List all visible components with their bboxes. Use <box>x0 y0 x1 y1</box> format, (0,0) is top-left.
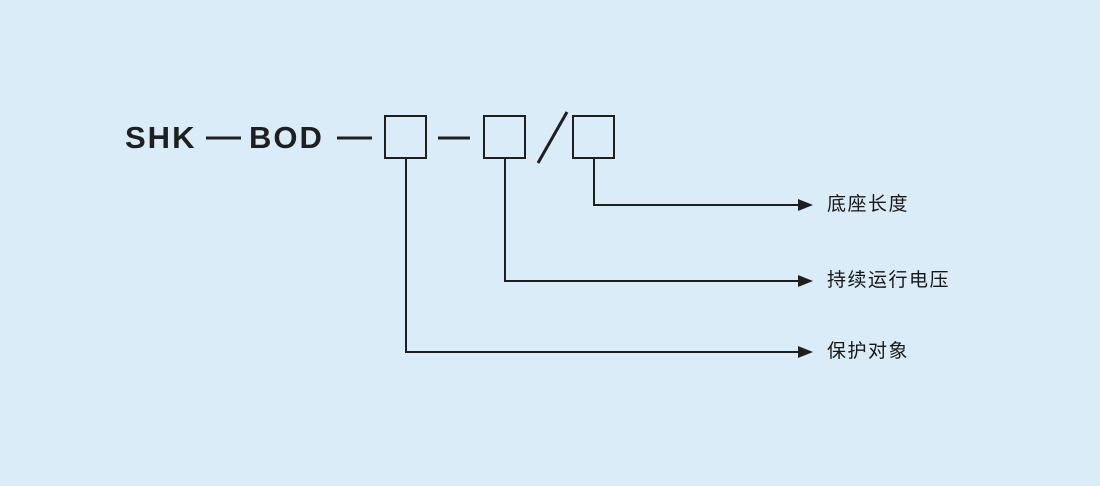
arrowhead-protection-object-icon <box>798 346 813 358</box>
arrowhead-continuous-voltage-icon <box>798 275 813 287</box>
connector-base-length <box>593 158 799 206</box>
base-length-code-box <box>572 115 615 159</box>
connector-continuous-voltage <box>504 158 799 282</box>
connector-protection-object <box>405 158 799 353</box>
slash-separator <box>536 111 569 164</box>
label-protection-object: 保护对象 <box>827 341 910 362</box>
label-continuous-operating-voltage: 持续运行电压 <box>827 270 951 291</box>
continuous-voltage-code-box <box>483 115 526 159</box>
model-series: BOD <box>249 120 324 155</box>
model-prefix: SHK <box>125 120 197 155</box>
arrowhead-base-length-icon <box>798 199 813 211</box>
protection-object-code-box <box>384 115 427 159</box>
label-base-length: 底座长度 <box>827 194 910 215</box>
